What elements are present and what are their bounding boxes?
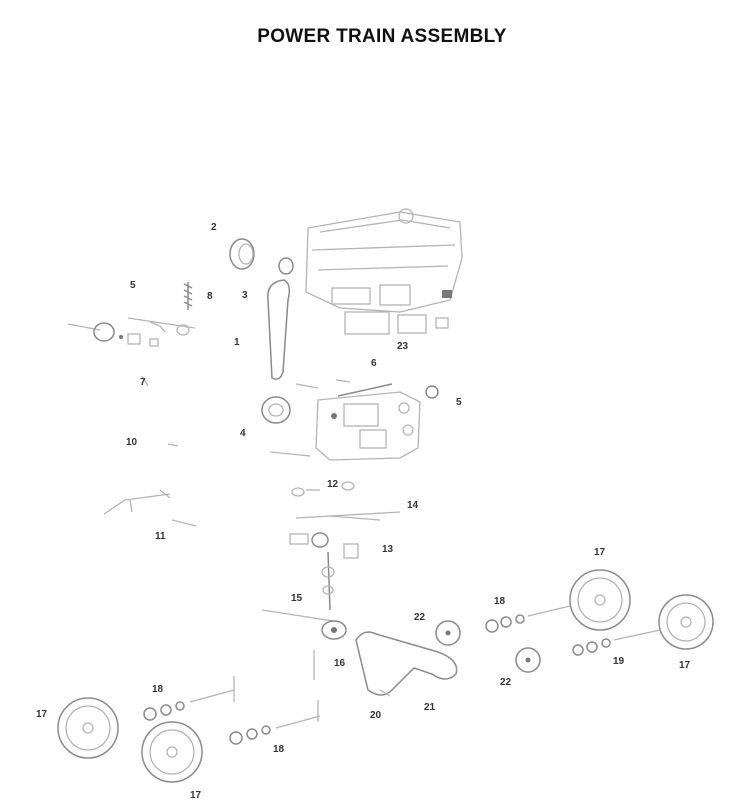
callout-4: 4 [240,428,246,439]
callout-10: 10 [126,437,138,448]
right-wheels [485,569,714,656]
callout-15: 15 [291,593,303,604]
callout-2: 2 [211,222,217,233]
callout-13: 13 [382,544,394,555]
shaft-column [289,481,401,611]
callout-8: 8 [207,291,213,302]
callout-17-left-bottom: 17 [190,790,202,801]
engine-pulley [229,238,294,275]
control-levers [103,443,197,527]
callout-7: 7 [140,377,146,388]
engine [305,208,463,335]
callout-12: 12 [327,479,339,490]
drive-belt [267,279,291,380]
callout-6: 6 [371,358,377,369]
callout-16: 16 [334,658,346,669]
callout-11: 11 [155,531,166,542]
callout-19: 19 [613,656,625,667]
lower-drive [261,609,541,697]
callout-18-left-top: 18 [152,684,164,695]
callout-23: 23 [397,341,409,352]
callout-17-right-top: 17 [594,547,606,558]
callout-5-transmission: 5 [456,397,462,408]
callout-18-left-bottom: 18 [273,744,285,755]
callout-14: 14 [407,500,419,511]
callout-17-left-top: 17 [36,709,48,720]
callout-3: 3 [242,290,248,301]
left-wheels [57,676,321,783]
callout-18-right: 18 [494,596,506,607]
page-title: POWER TRAIN ASSEMBLY [257,26,507,47]
callout-21: 21 [424,702,436,713]
idler-assembly [67,282,196,387]
callout-1: 1 [234,337,240,348]
callout-17-right-bottom: 17 [679,660,691,671]
callout-20: 20 [370,710,382,721]
callout-22-lower: 22 [500,677,512,688]
callout-5: 5 [130,280,136,291]
callout-22-upper: 22 [414,612,426,623]
transmission [261,379,439,461]
